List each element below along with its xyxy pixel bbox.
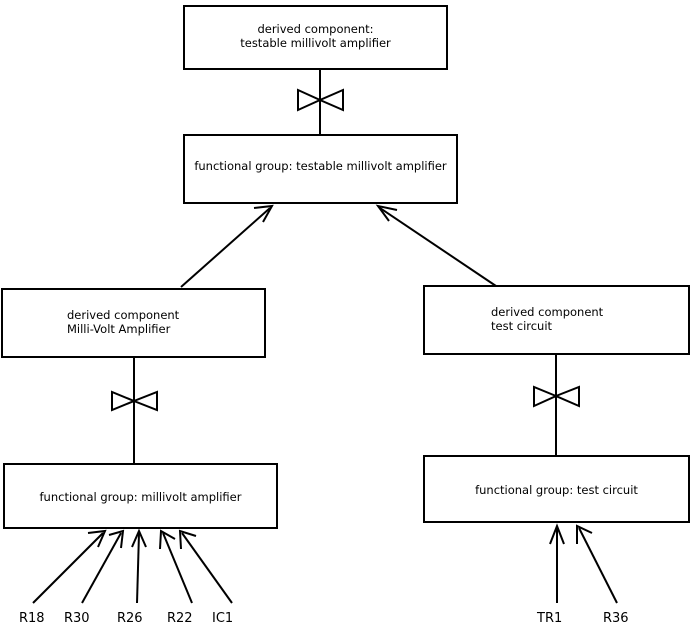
leaf-label-r18[interactable]: R18 bbox=[19, 611, 45, 626]
node-label: functional group: test circuit bbox=[475, 483, 638, 497]
leaf-arrow-R26 bbox=[131, 528, 147, 604]
leaf-label-tr1[interactable]: TR1 bbox=[537, 611, 563, 626]
bowtie-mv-icon bbox=[111, 390, 158, 412]
arrow-tc-to-fg-testable bbox=[375, 204, 497, 287]
leaf-label-r30[interactable]: R30 bbox=[64, 611, 90, 626]
bowtie-top-icon bbox=[297, 88, 344, 112]
node-label: derived component test circuit bbox=[491, 305, 604, 333]
leaf-arrow-IC1 bbox=[178, 529, 233, 604]
leaf-arrow-R18 bbox=[32, 529, 107, 604]
node-label: functional group: millivolt amplifier bbox=[39, 490, 242, 504]
leaf-arrow-TR1 bbox=[549, 523, 565, 603]
leaf-label-r22[interactable]: R22 bbox=[167, 611, 193, 626]
node-functional-group-testable-millivolt-amplifier[interactable]: functional group: testable millivolt amp… bbox=[183, 134, 458, 204]
node-derived-component-milli-volt-amplifier[interactable]: derived component Milli-Volt Amplifier bbox=[1, 288, 266, 358]
bowtie-tc-icon bbox=[533, 385, 580, 408]
leaf-label-r26[interactable]: R26 bbox=[117, 611, 143, 626]
node-derived-component-test-circuit[interactable]: derived component test circuit bbox=[423, 285, 690, 355]
node-functional-group-millivolt-amplifier[interactable]: functional group: millivolt amplifier bbox=[3, 463, 278, 529]
leaf-arrow-R36 bbox=[576, 524, 618, 604]
arrow-mv-to-fg-testable bbox=[180, 204, 274, 288]
node-label: derived component Milli-Volt Amplifier bbox=[67, 308, 180, 336]
leaf-arrow-R30 bbox=[81, 529, 125, 604]
node-label: functional group: testable millivolt amp… bbox=[194, 159, 447, 173]
leaf-label-r36[interactable]: R36 bbox=[603, 611, 629, 626]
leaf-arrow-R22 bbox=[159, 529, 193, 604]
node-label: derived component: testable millivolt am… bbox=[240, 22, 391, 50]
node-derived-component-testable-millivolt-amplifier[interactable]: derived component: testable millivolt am… bbox=[183, 5, 448, 70]
node-functional-group-test-circuit[interactable]: functional group: test circuit bbox=[423, 455, 690, 523]
leaf-label-ic1[interactable]: IC1 bbox=[212, 611, 234, 626]
